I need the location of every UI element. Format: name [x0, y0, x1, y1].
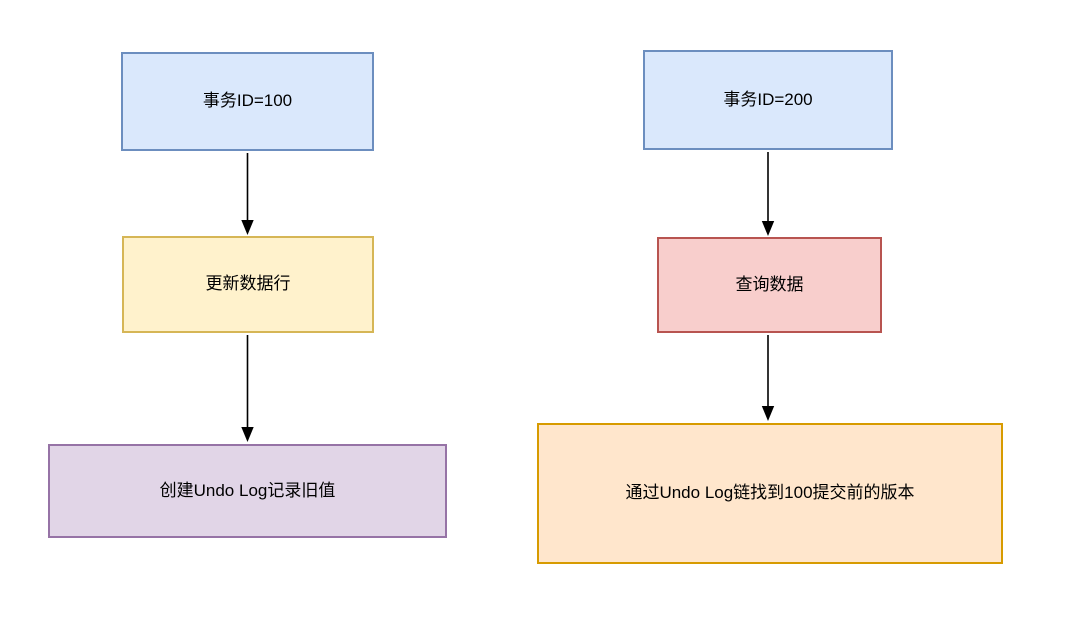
node-label: 通过Undo Log链找到100提交前的版本 — [625, 483, 915, 503]
arrowhead-icon — [761, 221, 775, 236]
node-create-undo-log: 创建Undo Log记录旧值 — [48, 444, 447, 538]
arrow-query-version — [761, 335, 775, 421]
node-label: 查询数据 — [735, 274, 804, 294]
node-query-data: 查询数据 — [657, 237, 882, 333]
node-label: 事务ID=200 — [723, 89, 813, 109]
arrowhead-icon — [761, 406, 775, 421]
arrow-update-undolog — [241, 335, 254, 442]
node-label: 事务ID=100 — [202, 91, 293, 111]
node-find-version-via-undo-log-chain: 通过Undo Log链找到100提交前的版本 — [537, 423, 1003, 564]
arrow-tx100-update — [241, 153, 254, 235]
node-transaction-id-200: 事务ID=200 — [643, 50, 893, 150]
node-label: 创建Undo Log记录旧值 — [159, 480, 336, 500]
arrowhead-icon — [241, 427, 254, 442]
arrow-tx200-query — [761, 152, 775, 236]
arrowhead-icon — [241, 220, 254, 235]
node-transaction-id-100: 事务ID=100 — [121, 52, 374, 151]
node-label: 更新数据行 — [205, 274, 291, 294]
node-update-data-row: 更新数据行 — [122, 236, 374, 333]
